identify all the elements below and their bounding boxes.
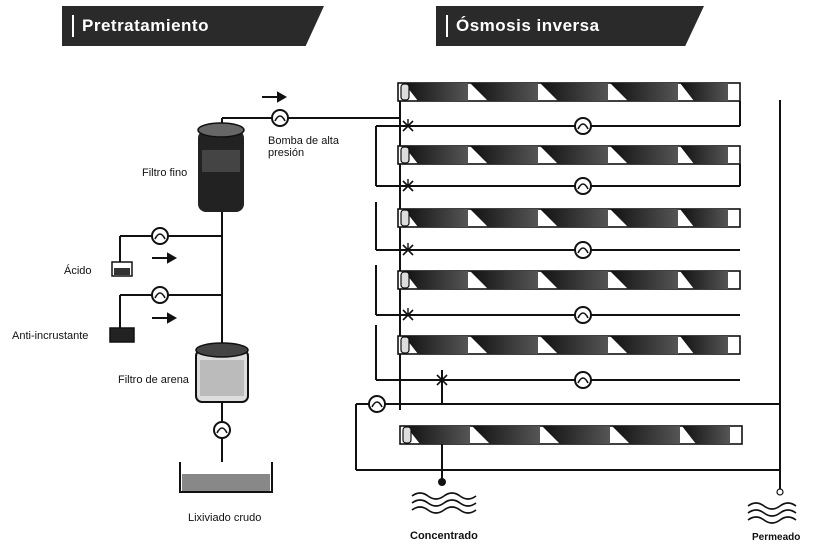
raw-water-label: Lixiviado crudo — [188, 512, 262, 524]
antiscalant-label: Anti-incrustante — [12, 330, 89, 342]
fine-filter — [197, 122, 245, 212]
membrane-arrays — [397, 82, 743, 445]
acid-dosing-pump-icon — [151, 227, 169, 245]
high-pressure-pump-label: Bomba de alta presión — [268, 135, 339, 159]
reverse-osmosis-title: Ósmosis inversa — [456, 16, 600, 35]
sand-filter — [195, 342, 249, 403]
antiscalant-dosing-pump-icon — [151, 286, 169, 304]
high-pressure-pump-icon — [271, 109, 289, 127]
banner-divider — [446, 15, 448, 37]
membrane-row — [397, 270, 741, 290]
membrane-row — [397, 335, 741, 355]
concentrate-outlet — [411, 478, 477, 514]
reverse-osmosis-banner: Ósmosis inversa — [436, 6, 704, 46]
membrane-row — [397, 208, 741, 228]
concentrate-label: Concentrado — [410, 530, 478, 542]
feed-pump-icon — [213, 421, 231, 439]
pretreatment-banner: Pretratamiento — [62, 6, 324, 46]
raw-water-basin — [179, 462, 273, 493]
pretreatment-title: Pretratamiento — [82, 16, 209, 35]
sand-filter-label: Filtro de arena — [118, 374, 189, 386]
antiscalant-tank — [109, 327, 135, 343]
acid-label: Ácido — [64, 265, 92, 277]
pretreatment-piping — [119, 92, 401, 468]
membrane-row — [397, 82, 741, 102]
acid-tank — [111, 261, 133, 277]
permeate-label: Permeado — [752, 532, 801, 543]
membrane-row — [399, 425, 743, 445]
membrane-row — [397, 145, 741, 165]
fine-filter-label: Filtro fino — [142, 167, 188, 179]
flow-arrow-icon — [152, 91, 288, 324]
banner-divider — [72, 15, 74, 37]
permeate-outlet — [747, 488, 797, 524]
